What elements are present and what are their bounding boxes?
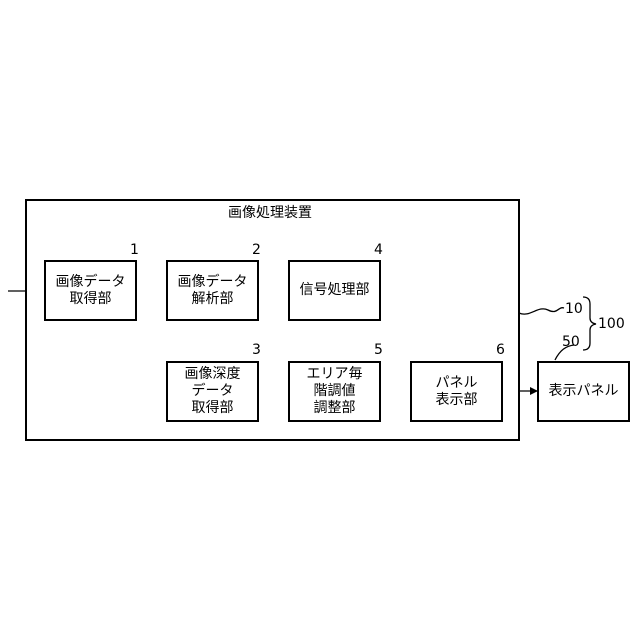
ref-2: 2: [252, 242, 261, 258]
ref-50: 50: [562, 334, 580, 350]
signal-processing-label: 信号処理部: [300, 282, 370, 299]
ref-5: 5: [374, 342, 383, 358]
image-data-acquisition-block: 画像データ 取得部: [44, 260, 137, 321]
leader-10: [519, 308, 564, 314]
area-gradation-adjust-label: エリア毎 階調値 調整部: [307, 366, 363, 417]
device-title: 画像処理装置: [228, 205, 312, 222]
panel-display-unit-label: パネル 表示部: [436, 375, 478, 409]
image-data-analysis-label: 画像データ 解析部: [178, 274, 248, 308]
depth-data-acquisition-label: 画像深度 データ 取得部: [185, 366, 241, 417]
area-gradation-adjust-block: エリア毎 階調値 調整部: [288, 361, 381, 422]
signal-processing-block: 信号処理部: [288, 260, 381, 321]
ref-1: 1: [130, 242, 139, 258]
ref-100: 100: [598, 316, 625, 332]
ref-6: 6: [496, 342, 505, 358]
depth-data-acquisition-block: 画像深度 データ 取得部: [166, 361, 259, 422]
image-data-acquisition-label: 画像データ 取得部: [56, 274, 126, 308]
image-data-analysis-block: 画像データ 解析部: [166, 260, 259, 321]
panel-display-unit-block: パネル 表示部: [410, 361, 503, 422]
display-panel-label: 表示パネル: [549, 383, 619, 400]
brace-100: [583, 297, 596, 350]
ref-3: 3: [252, 342, 261, 358]
ref-4: 4: [374, 242, 383, 258]
ref-10: 10: [565, 301, 583, 317]
display-panel-block: 表示パネル: [537, 361, 630, 422]
